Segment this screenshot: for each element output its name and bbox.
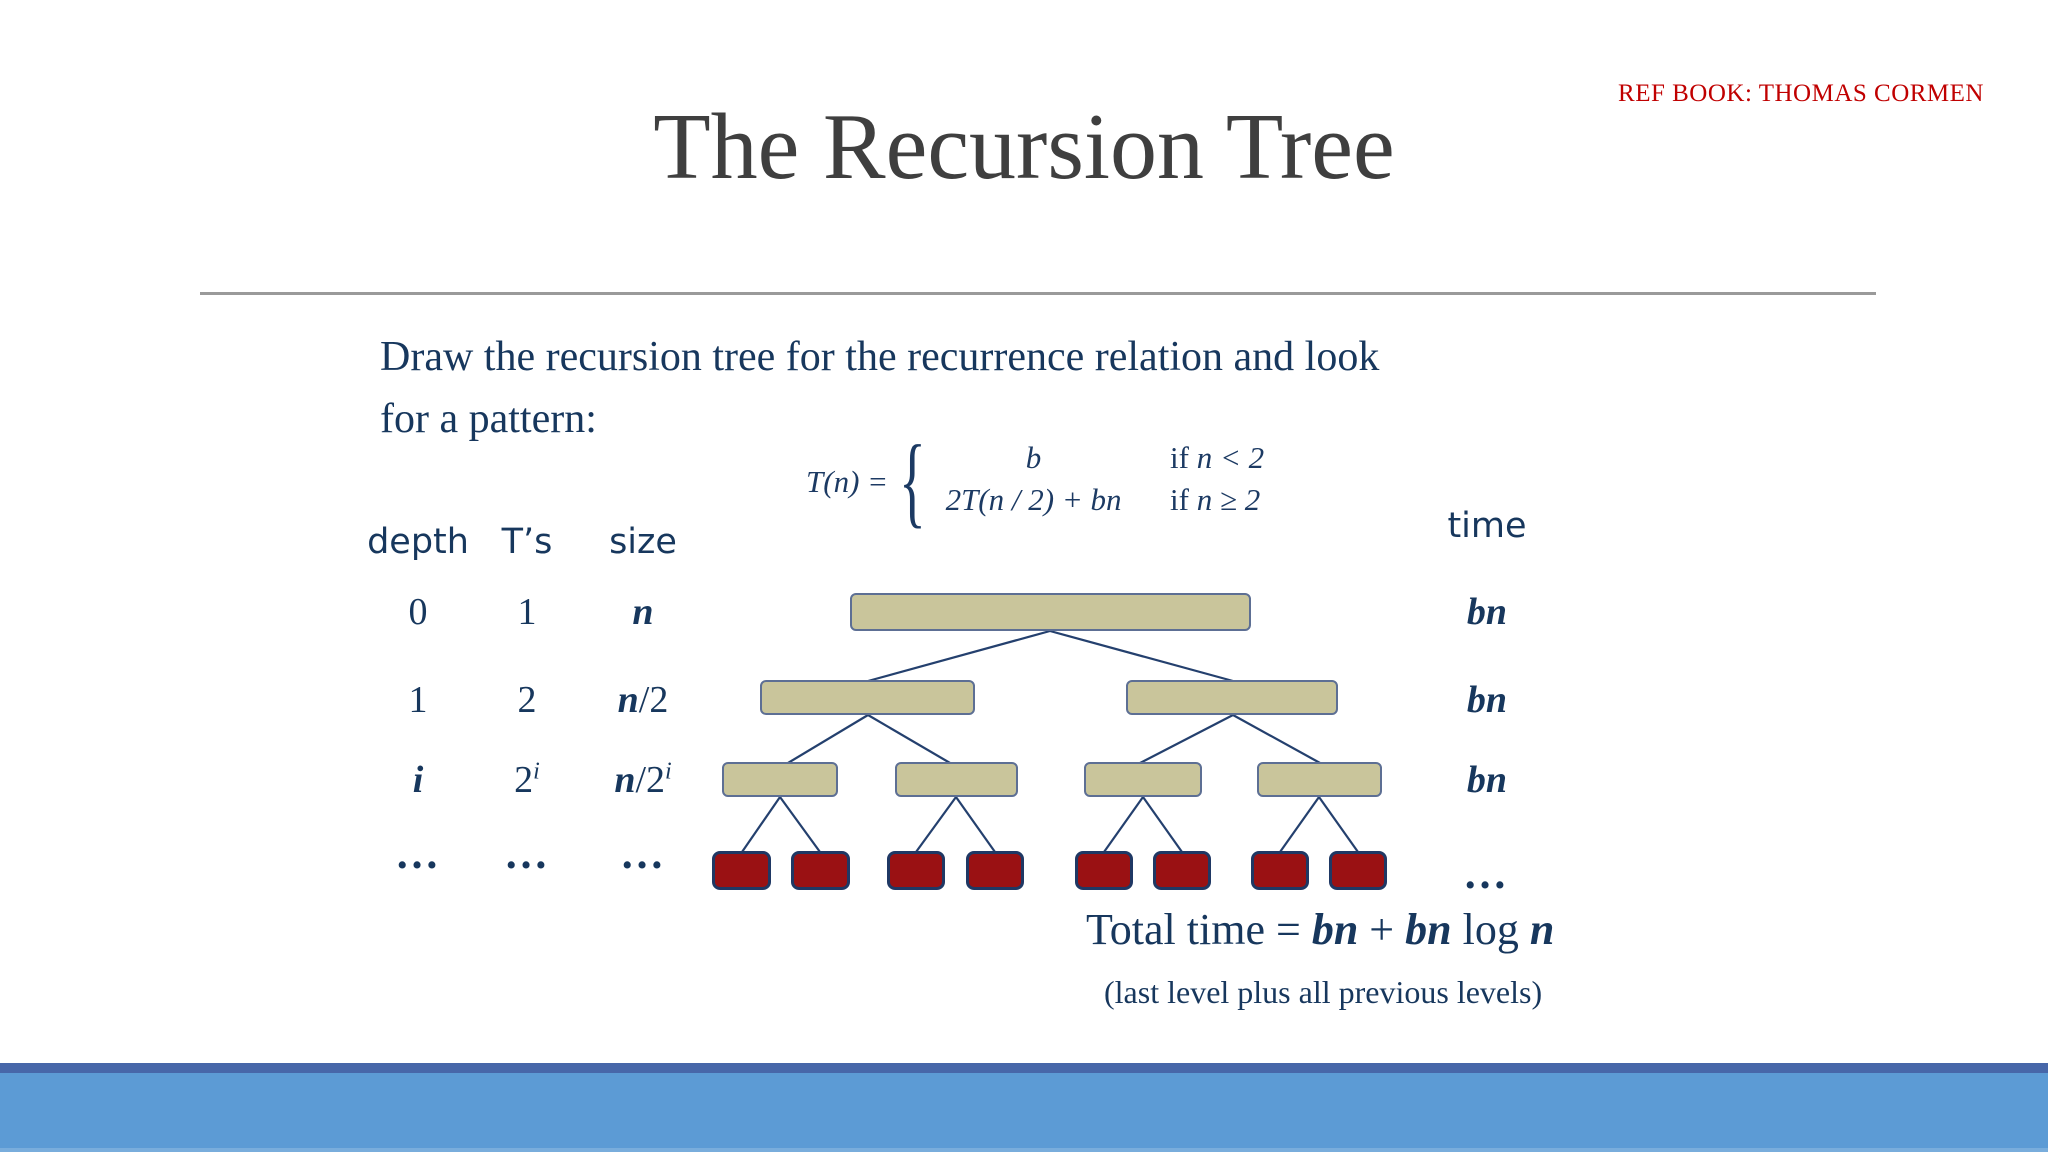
case-1-expr: b (1025, 440, 1042, 475)
table-cell-depth-dots: … (395, 829, 441, 878)
tree-leaf-5 (1075, 851, 1133, 890)
total-term-n: n (1529, 905, 1555, 954)
tree-leaf-8 (1329, 851, 1387, 890)
tree-leaf-7 (1251, 851, 1309, 890)
title-divider (200, 292, 1876, 295)
table-cell-size-0: n (632, 591, 654, 633)
tree-node-l1-left (760, 680, 975, 715)
case-1-cond-rest: n < 2 (1196, 440, 1265, 475)
table-cell-depth-1: 1 (408, 679, 428, 721)
tree-node-l2-2 (895, 762, 1018, 797)
tree-node-l1-right (1126, 680, 1338, 715)
table-cell-ts-i: 2i (514, 758, 540, 802)
size-i-sup: i (665, 758, 672, 785)
recurrence-case-2: 2T(n / 2) + bn if n ≥ 2 (931, 482, 1264, 524)
footer-accent-stripe (0, 1063, 2048, 1073)
col-header-size: size (609, 522, 677, 562)
case-2-expr: 2T(n / 2) + bn (945, 482, 1122, 517)
recurrence-formula: T(n) = { b if n < 2 2T(n / 2) + bn if n … (806, 425, 1265, 538)
case-2-cond-rest: n ≥ 2 (1196, 482, 1261, 517)
total-term-bn-2: bn (1405, 905, 1452, 954)
intro-line-2: for a pattern: (380, 396, 597, 442)
intro-text: Draw the recursion tree for the recurren… (380, 326, 1379, 450)
tree-leaf-4 (966, 851, 1024, 890)
total-time-line: Total time = bn + bn log n (1086, 904, 1554, 955)
size-i-n: n (614, 759, 636, 801)
time-value-1: bn (1466, 679, 1508, 721)
footer-bar (0, 1073, 2048, 1152)
intro-line-1: Draw the recursion tree for the recurren… (380, 334, 1380, 380)
col-header-ts: T’s (501, 522, 553, 562)
case-2-if: if (1170, 482, 1197, 517)
size-1-n: n (617, 679, 639, 721)
tree-node-l2-1 (722, 762, 838, 797)
recurrence-lhs: T(n) = (806, 464, 889, 499)
total-plus: + (1358, 905, 1406, 954)
ts-i-sup: i (533, 758, 540, 785)
tree-node-l2-4 (1257, 762, 1382, 797)
table-cell-ts-dots: … (504, 829, 550, 878)
tree-leaf-3 (887, 851, 945, 890)
brace-glyph: { (899, 425, 927, 538)
time-value-2: bn (1466, 759, 1508, 801)
table-cell-depth-0: 0 (408, 591, 428, 633)
total-term-bn-1: bn (1311, 905, 1359, 954)
table-cell-size-dots: … (620, 829, 666, 878)
case-1-if: if (1170, 440, 1197, 475)
table-cell-ts-1: 2 (517, 679, 537, 721)
tree-node-root (850, 593, 1251, 631)
col-header-time: time (1447, 506, 1527, 546)
total-log: log (1451, 905, 1530, 954)
table-cell-depth-i: i (412, 759, 424, 801)
size-i-rest: /2 (635, 759, 666, 801)
total-time-note: (last level plus all previous levels) (1104, 974, 1543, 1010)
recurrence-case-1: b if n < 2 (931, 440, 1264, 482)
recurrence-cases: b if n < 2 2T(n / 2) + bn if n ≥ 2 (931, 440, 1265, 524)
table-cell-size-1: n/2 (618, 678, 669, 722)
time-value-dots: … (1463, 849, 1509, 898)
total-prefix: Total time = (1086, 905, 1312, 954)
size-1-rest: /2 (638, 679, 669, 721)
table-cell-ts-0: 1 (517, 591, 537, 633)
ref-book-note: REF BOOK: THOMAS CORMEN (1618, 80, 1984, 107)
time-value-0: bn (1466, 591, 1508, 633)
tree-leaf-1 (712, 851, 771, 890)
tree-leaf-6 (1153, 851, 1211, 890)
case-2-cond: if n ≥ 2 (1170, 482, 1260, 518)
tree-leaf-2 (791, 851, 850, 890)
ts-i-base: 2 (514, 759, 534, 801)
page-title: The Recursion Tree (653, 95, 1395, 199)
footer-bottom-edge (0, 1148, 2048, 1152)
table-cell-size-i: n/2i (614, 758, 671, 802)
tree-node-l2-3 (1084, 762, 1202, 797)
col-header-depth: depth (367, 522, 469, 562)
case-1-cond: if n < 2 (1170, 440, 1264, 476)
